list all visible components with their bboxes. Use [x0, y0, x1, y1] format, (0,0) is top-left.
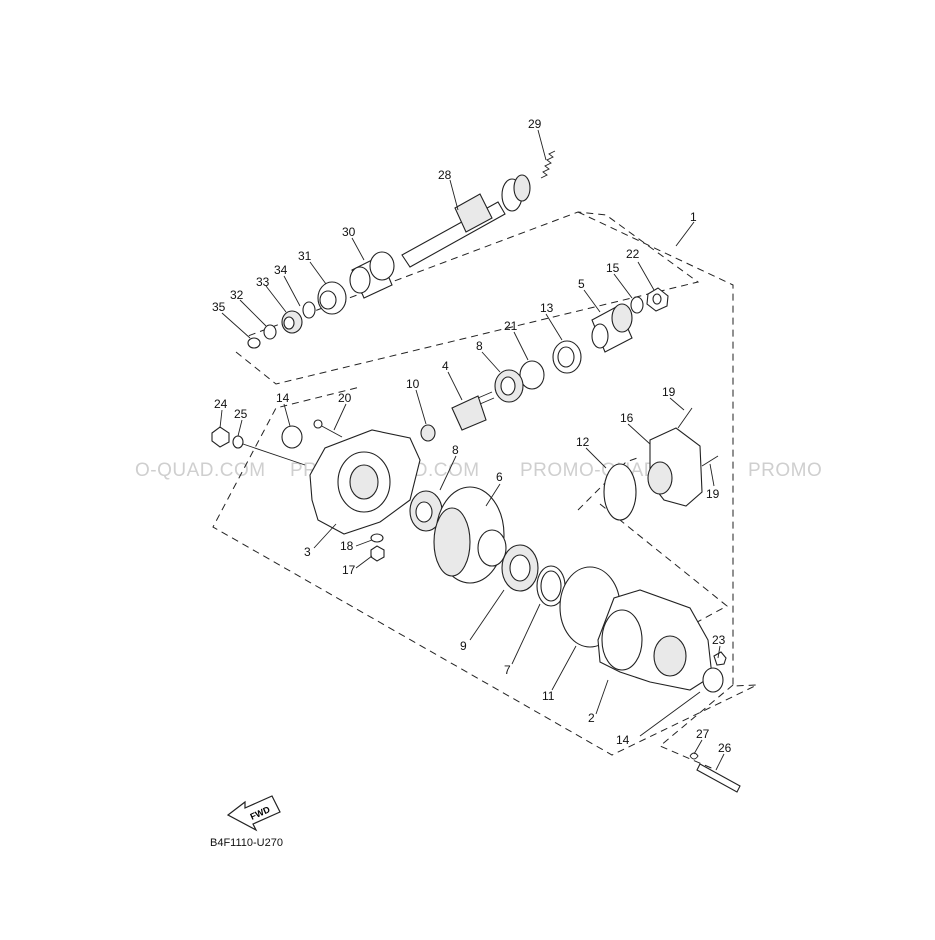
circlip-part-21: [519, 360, 545, 390]
callout-14-upper: 14: [276, 391, 290, 405]
callout-15: 15: [606, 261, 620, 275]
fwd-arrow-icon: FWD: [226, 795, 281, 832]
needle-bearing-part-33: [281, 310, 303, 334]
pin-part-26: [696, 763, 741, 793]
callout-14-lower: 14: [616, 733, 630, 747]
callout-16: 16: [620, 411, 634, 425]
bearing-part-8-upper: [494, 369, 524, 403]
plug-part-35: [247, 337, 261, 349]
callout-7: 7: [504, 663, 511, 677]
callout-11: 11: [542, 689, 555, 703]
leader-lines: [219, 129, 725, 771]
callout-23: 23: [712, 633, 726, 647]
group-boundaries: [212, 211, 758, 771]
differential-housing-part-2: [597, 589, 713, 691]
callout-18: 18: [340, 539, 354, 553]
drive-shaft-part-28: [401, 174, 531, 268]
callout-35: 35: [212, 300, 226, 314]
parts: [211, 150, 741, 793]
callout-27: 27: [696, 727, 710, 741]
callout-25: 25: [234, 407, 248, 421]
main-group-boundary: [212, 211, 758, 756]
callout-10: 10: [406, 377, 420, 391]
callout-5: 5: [578, 277, 585, 291]
nut-part-22: [646, 287, 669, 312]
callout-34: 34: [274, 263, 288, 277]
callout-32: 32: [230, 288, 244, 302]
watermark-text: PROMO: [748, 460, 822, 481]
upper-group-boundary: [235, 211, 700, 385]
callout-3: 3: [304, 545, 311, 559]
spring-part-29: [540, 150, 556, 179]
washer-part-15: [630, 296, 644, 314]
callout-24: 24: [214, 397, 228, 411]
nut-part-24: [211, 426, 230, 448]
callout-4: 4: [442, 359, 449, 373]
seal-part-14-lower: [702, 667, 724, 693]
oring-group-boundary: [577, 456, 641, 511]
bolt-part-17: [370, 545, 385, 562]
callout-30: 30: [342, 225, 356, 239]
pin-group-boundary: [659, 684, 734, 771]
callout-numbers: 1 2 3 4 5 6 7 8 8 9 10 11 12 13 14 14 15…: [212, 117, 732, 755]
bearing-part-10: [420, 424, 436, 442]
gear-case-part-3: [309, 429, 421, 535]
callout-1: 1: [690, 210, 697, 224]
cover-group-boundary: [599, 503, 728, 628]
washer-part-18: [370, 533, 384, 543]
callout-17: 17: [342, 563, 356, 577]
clip-part-32: [263, 324, 277, 340]
callout-9: 9: [460, 639, 467, 653]
bearing-part-31: [317, 281, 347, 315]
bearing-part-9: [501, 544, 539, 592]
pinion-gear-part-4: [451, 391, 495, 431]
callout-19-lower: 19: [706, 487, 720, 501]
o-ring-part-12: [603, 463, 637, 521]
shim-part-7: [536, 565, 566, 607]
callout-21: 21: [504, 319, 518, 333]
callout-8-lower: 8: [452, 443, 459, 457]
callout-28: 28: [438, 168, 452, 182]
callout-31: 31: [298, 249, 312, 263]
bearing-part-8-lower: [409, 490, 443, 532]
ring-part-34: [302, 301, 316, 319]
diagram-code: B4F1110-U270: [210, 837, 283, 849]
sleeve-part-30: [349, 251, 395, 299]
watermark: O-QUAD.COM PROMO-QUAD.COM PROMO-QUADNET …: [135, 460, 822, 481]
coupling-part-5: [591, 303, 633, 353]
plug-part-23: [713, 651, 727, 666]
seal-part-14: [281, 425, 303, 449]
callout-12: 12: [576, 435, 590, 449]
differential-ring-gear-part-6: [433, 486, 507, 584]
clip-part-27: [689, 752, 699, 760]
bolt-part-19-upper: [677, 407, 693, 429]
callout-26: 26: [718, 741, 732, 755]
callout-6: 6: [496, 470, 503, 484]
callout-20: 20: [338, 391, 352, 405]
callout-19-upper: 19: [662, 385, 676, 399]
oil-seal-part-13: [552, 340, 582, 374]
callout-8-upper: 8: [476, 339, 483, 353]
callout-22: 22: [626, 247, 640, 261]
cover-part-16: [647, 427, 703, 507]
watermark-text: O-QUAD.COM: [135, 460, 266, 481]
callout-33: 33: [256, 275, 270, 289]
callout-29: 29: [528, 117, 542, 131]
callout-2: 2: [588, 711, 595, 725]
bolt-part-19-lower: [701, 455, 719, 467]
bolt-part-20: [313, 419, 343, 438]
washer-part-25: [232, 435, 306, 466]
callout-13: 13: [540, 301, 554, 315]
